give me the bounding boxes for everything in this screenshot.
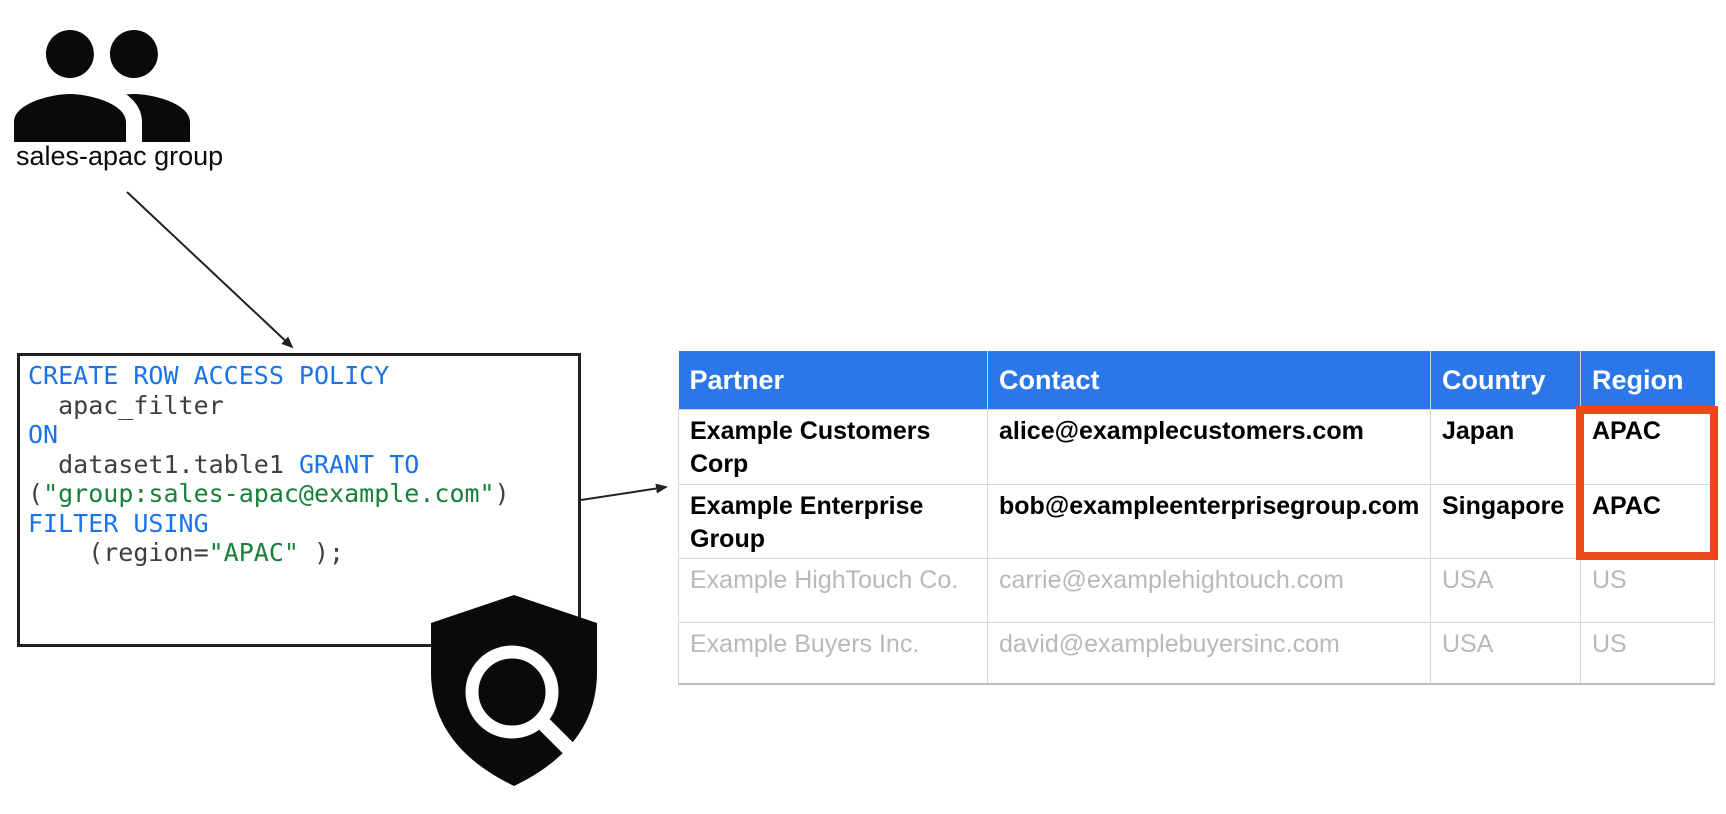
cell-region: APAC xyxy=(1580,484,1715,559)
cell-country: Japan xyxy=(1430,409,1581,485)
code-line: ("group:sales-apac@example.com") xyxy=(28,479,510,508)
group-label: sales-apac group xyxy=(16,141,224,171)
code-line: (region="APAC" ); xyxy=(28,538,345,567)
code-line: dataset1.table1 GRANT TO xyxy=(28,449,420,479)
partners-table: Partner Contact Country Region Example C… xyxy=(678,351,1715,685)
shield-search-icon xyxy=(431,595,597,786)
column-header-partner: Partner xyxy=(678,351,988,410)
cell-contact: david@examplebuyersinc.com xyxy=(987,622,1431,685)
column-header-contact: Contact xyxy=(987,351,1431,410)
cell-partner: Example Customers Corp xyxy=(678,409,988,485)
code-line: FILTER USING xyxy=(28,508,209,538)
code-line: apac_filter xyxy=(28,390,224,420)
cell-country: Singapore xyxy=(1430,484,1581,559)
table-row: Example Buyers Inc. david@examplebuyersi… xyxy=(678,622,1715,685)
cell-contact: bob@exampleenterprisegroup.com xyxy=(987,484,1431,559)
table-header-row: Partner Contact Country Region xyxy=(678,351,1715,410)
cell-partner: Example Enterprise Group xyxy=(678,484,988,559)
arrow-policy-to-table xyxy=(580,483,668,501)
cell-region: US xyxy=(1580,558,1715,623)
column-header-country: Country xyxy=(1430,351,1581,410)
table-row: Example HighTouch Co. carrie@examplehigh… xyxy=(678,558,1715,623)
cell-contact: carrie@examplehightouch.com xyxy=(987,558,1431,623)
cell-contact: alice@examplecustomers.com xyxy=(987,409,1431,485)
cell-region: US xyxy=(1580,622,1715,685)
magnifier-glass xyxy=(465,645,559,739)
column-header-region: Region xyxy=(1580,351,1715,410)
table-row: Example Customers Corp alice@examplecust… xyxy=(678,409,1715,485)
magnifier-handle xyxy=(534,714,580,760)
code-line: ON xyxy=(28,420,59,449)
people-group-icon xyxy=(14,30,190,142)
policy-code-box: CREATE ROW ACCESS POLICY apac_filter ON … xyxy=(17,353,581,647)
arrow-group-to-policy xyxy=(126,191,294,349)
code-line: CREATE ROW ACCESS POLICY xyxy=(28,361,390,390)
cell-partner: Example HighTouch Co. xyxy=(678,558,988,623)
cell-partner: Example Buyers Inc. xyxy=(678,622,988,685)
region-highlight-box xyxy=(1576,406,1718,560)
cell-country: USA xyxy=(1430,622,1581,685)
cell-country: USA xyxy=(1430,558,1581,623)
table-row: Example Enterprise Group bob@exampleente… xyxy=(678,484,1715,559)
